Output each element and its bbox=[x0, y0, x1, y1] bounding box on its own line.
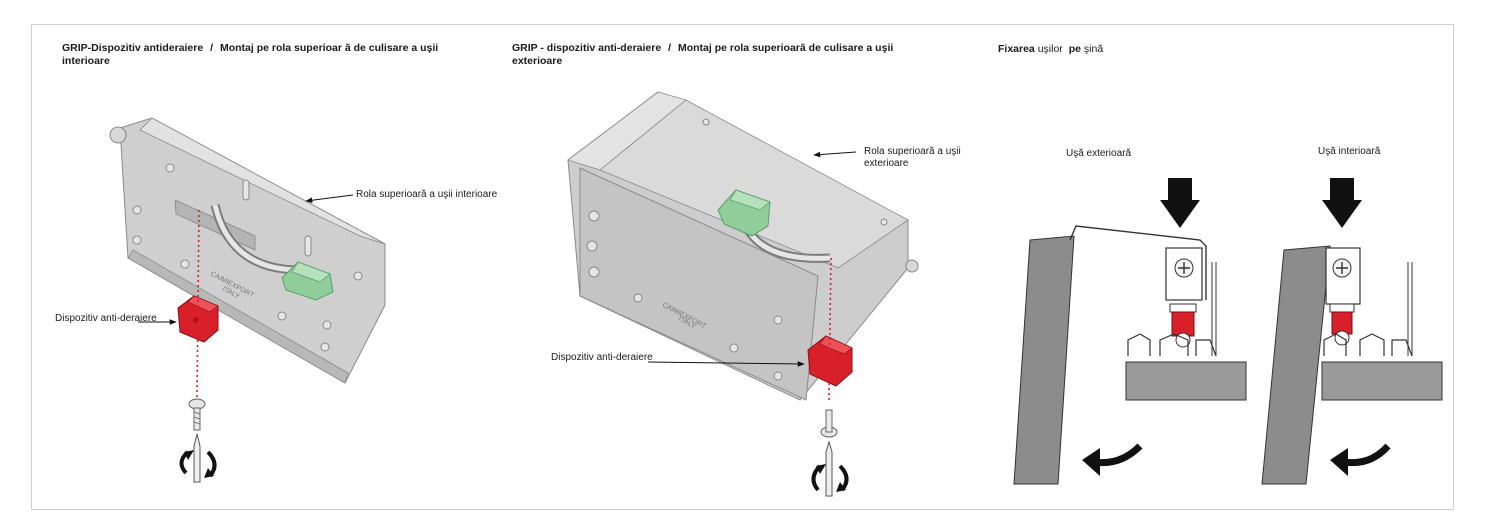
panel3-title-bold2: pe bbox=[1068, 43, 1081, 55]
panel3-title-bold1: Fixarea bbox=[998, 43, 1035, 55]
exterior-door-diagram bbox=[1013, 178, 1247, 485]
screw-icon bbox=[188, 398, 206, 431]
pointer-roller-exterior bbox=[813, 151, 857, 158]
pointer-device-exterior bbox=[647, 361, 805, 367]
label-exterior-door: Uşă exterioară bbox=[1066, 148, 1132, 159]
rotate-arrows-icon-exterior bbox=[811, 464, 849, 492]
panel2-title-sep: / bbox=[668, 42, 672, 54]
anti-derail-device-red bbox=[177, 295, 219, 343]
panel2-title: GRIP - dispozitiv anti-deraiere / Montaj… bbox=[512, 42, 932, 68]
panel3-title-end: şină bbox=[1083, 43, 1104, 55]
screwdriver-icon bbox=[193, 433, 201, 483]
screwdriver-icon-exterior bbox=[825, 440, 833, 497]
exterior-roller-housing: CAIMIEXPORT ITALY bbox=[567, 91, 919, 401]
label-inner-device: Dispozitiv anti-deraiere bbox=[55, 313, 157, 324]
panel1-title-sep: / bbox=[210, 42, 214, 54]
label-exterior-device: Dispozitiv anti-deraiere bbox=[551, 352, 653, 363]
panel1-title: GRIP-Dispozitiv antideraiere / Montaj pe… bbox=[62, 42, 482, 68]
panel2-title-bold: GRIP - dispozitiv anti-deraiere bbox=[512, 42, 662, 54]
inner-roller-housing: CAIMIEXPORT ITALY bbox=[109, 117, 386, 384]
rotate-arrows-icon bbox=[179, 450, 217, 478]
panel1-title-rest: Montaj pe rola superioar ă de culisare a… bbox=[62, 42, 439, 67]
interior-door-diagram bbox=[1261, 178, 1443, 485]
screw-axis-line-exterior bbox=[828, 257, 832, 403]
anti-derail-device-red-exterior bbox=[807, 335, 853, 387]
label-interior-door: Uşă interioară bbox=[1318, 146, 1381, 157]
panel1-title-bold: GRIP-Dispozitiv antideraiere bbox=[62, 42, 204, 54]
pointer-roller-inner bbox=[305, 194, 354, 203]
screw-axis-line bbox=[196, 209, 200, 399]
panel2-title-rest: Montaj pe rola superioară de culisare a … bbox=[512, 42, 894, 67]
panel3-title: Fixarea uşilor pe şină bbox=[998, 43, 1298, 56]
screw-icon-exterior bbox=[820, 409, 838, 438]
green-clip bbox=[281, 261, 334, 301]
label-inner-roller: Rola superioară a uşii interioare bbox=[356, 189, 498, 200]
green-clip-exterior bbox=[717, 189, 771, 237]
panel3-title-mid: uşilor bbox=[1037, 43, 1063, 55]
label-exterior-roller: Rola superioară a uşii exterioare bbox=[864, 146, 961, 169]
